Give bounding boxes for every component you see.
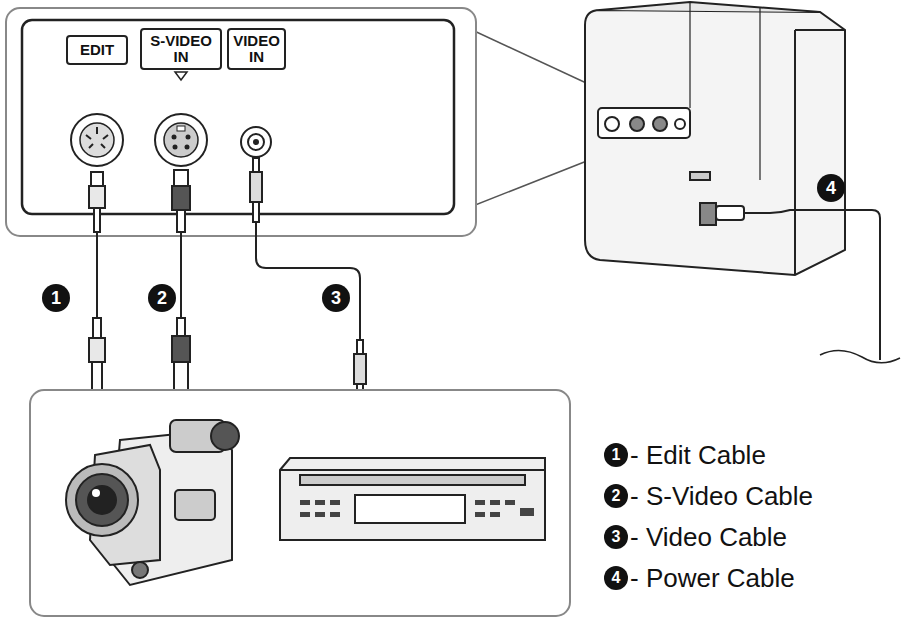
- s-video-port: [155, 114, 207, 166]
- triangle-mark: [175, 72, 187, 80]
- edit-cable: [89, 172, 105, 410]
- callout-number: 3: [322, 284, 350, 312]
- video-jack: [241, 127, 271, 157]
- camcorder: [66, 420, 239, 585]
- zoom-frame: [6, 8, 476, 236]
- edit-port: [71, 114, 123, 166]
- cable-name: - S-Video Cable: [630, 481, 813, 511]
- cable-name: - Edit Cable: [630, 440, 766, 470]
- callout-number: 1: [42, 284, 70, 312]
- port-label-box: S-VIDEO IN: [140, 28, 222, 70]
- port-label: EDIT: [80, 42, 114, 58]
- callout-number: 2: [604, 484, 628, 508]
- callout-number: 3: [604, 525, 628, 549]
- device: [585, 2, 845, 275]
- video-cable: [250, 158, 366, 398]
- port-label-box: EDIT: [66, 35, 128, 65]
- jack-panel: [22, 20, 454, 214]
- cable-name: - Video Cable: [630, 522, 787, 552]
- port-label: VIDEO IN: [233, 33, 280, 65]
- vcr: [280, 458, 545, 540]
- port-label-box: VIDEO IN: [227, 28, 286, 70]
- equipment-frame: [30, 390, 570, 616]
- power-cable: [716, 206, 900, 363]
- callout-number: 4: [817, 174, 845, 202]
- callout-number: 1: [604, 443, 628, 467]
- s-video-cable: [172, 170, 190, 410]
- cable-name: - Power Cable: [630, 563, 795, 593]
- callout-number: 2: [148, 284, 176, 312]
- port-label: S-VIDEO IN: [146, 33, 216, 65]
- callout-number: 4: [604, 566, 628, 590]
